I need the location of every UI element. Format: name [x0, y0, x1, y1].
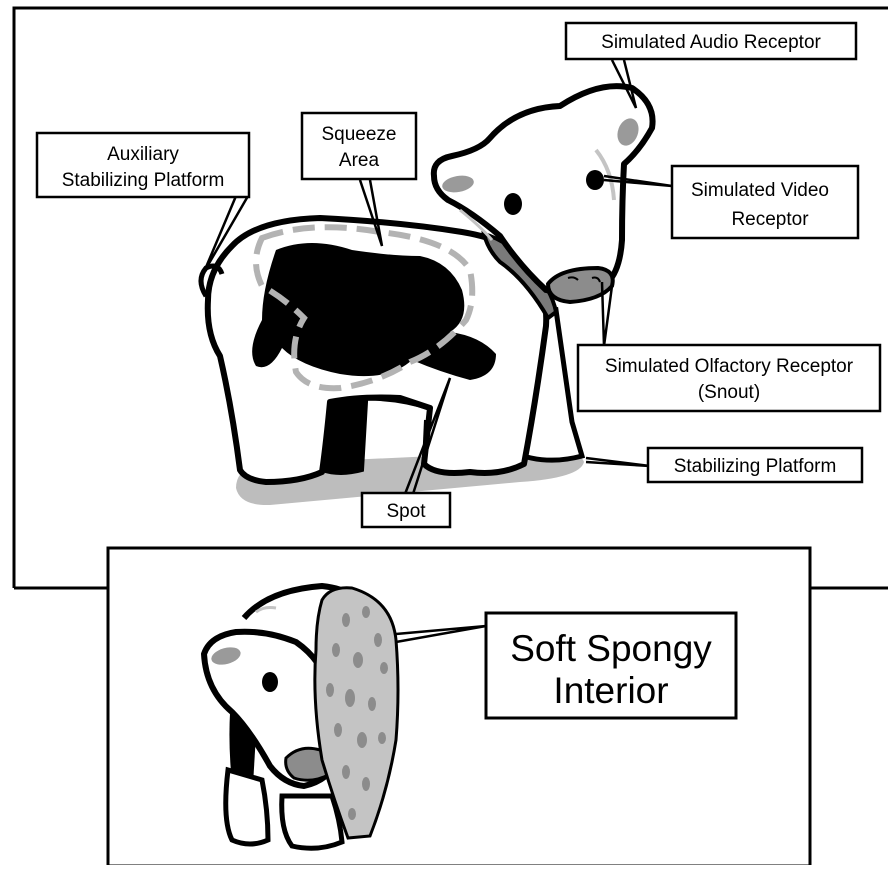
label-auxiliary: Auxiliary Stabilizing Platform — [37, 133, 249, 197]
label-squeeze: Squeeze Area — [302, 113, 416, 179]
cross-eye-icon — [262, 672, 278, 692]
label-stabilizing: Stabilizing Platform — [648, 448, 862, 482]
label-video: Simulated Video Receptor — [672, 166, 858, 238]
label-squeeze-line1: Squeeze — [321, 124, 396, 145]
label-spot-text: Spot — [386, 501, 426, 522]
label-squeeze-line2: Area — [339, 150, 380, 171]
label-audio: Simulated Audio Receptor — [566, 23, 856, 59]
label-video-line1: Simulated Video — [691, 180, 829, 201]
label-interior: Soft Spongy Interior — [486, 613, 736, 718]
label-aux-line1: Auxiliary — [107, 144, 179, 165]
eye-icon — [504, 193, 522, 215]
label-olfactory-line2: (Snout) — [698, 382, 760, 403]
label-olfactory: Simulated Olfactory Receptor (Snout) — [578, 345, 880, 411]
video-receptor-eye — [586, 170, 604, 190]
label-interior-line2: Interior — [553, 670, 668, 711]
label-audio-text: Simulated Audio Receptor — [601, 32, 821, 53]
label-spot: Spot — [362, 493, 450, 527]
label-stabilizing-text: Stabilizing Platform — [674, 456, 837, 477]
label-olfactory-line1: Simulated Olfactory Receptor — [605, 356, 854, 377]
label-video-line2: Receptor — [731, 209, 809, 230]
label-interior-line1: Soft Spongy — [510, 628, 712, 669]
label-aux-line2: Stabilizing Platform — [62, 170, 225, 191]
